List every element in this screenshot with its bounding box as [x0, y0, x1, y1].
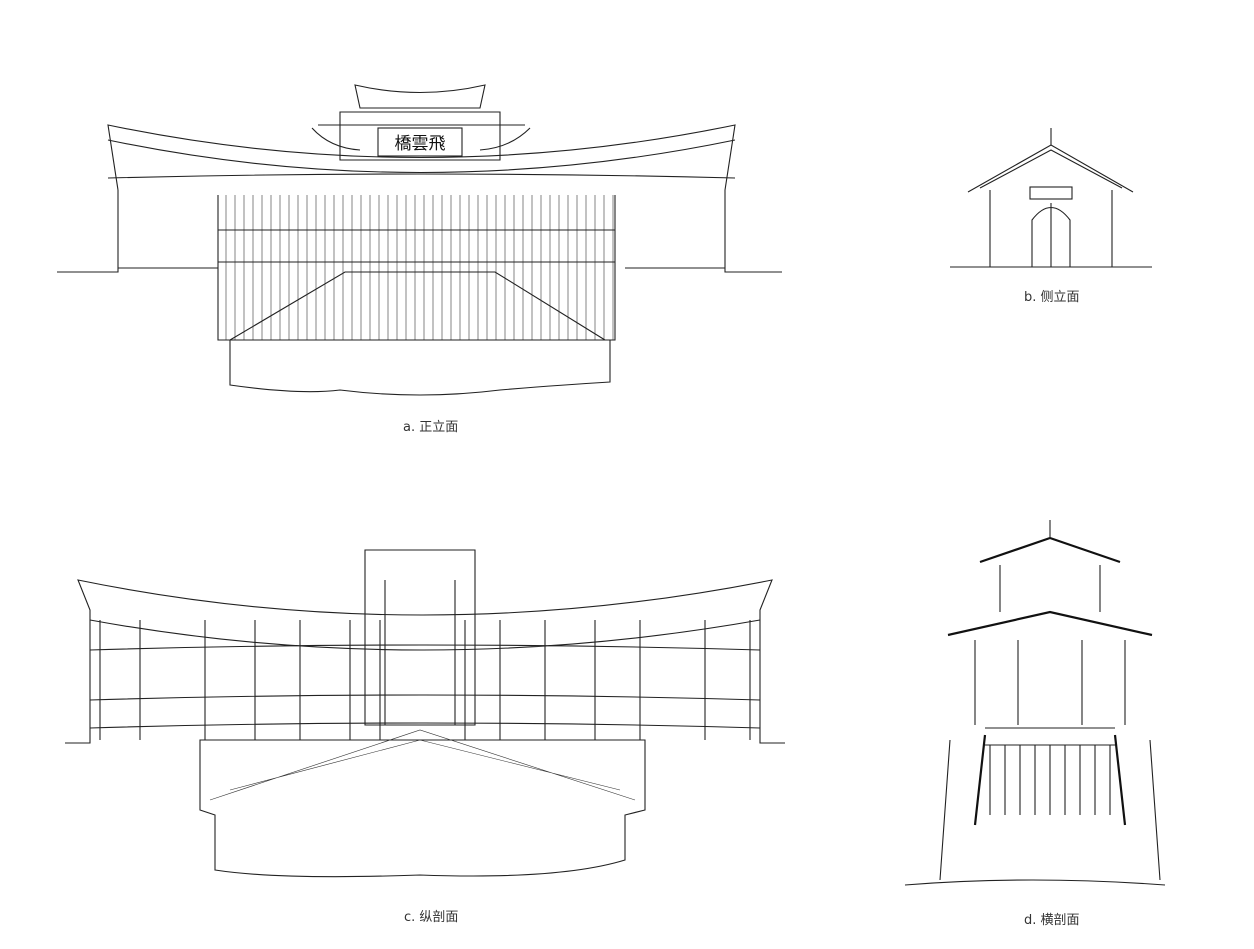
side-elevation-drawing [950, 128, 1152, 268]
caption-front-elevation: a. 正立面 [403, 420, 459, 435]
caption-side-elevation: b. 侧立面 [1024, 290, 1080, 305]
caption-cross-section: d. 横剖面 [1024, 913, 1080, 928]
plaque-text: 橋雲飛 [395, 134, 446, 154]
cross-section-drawing [904, 520, 1166, 886]
longitudinal-section-drawing [65, 549, 785, 878]
front-elevation-drawing: 橋雲飛 [57, 84, 782, 396]
caption-longitudinal-section: c. 纵剖面 [404, 910, 459, 925]
